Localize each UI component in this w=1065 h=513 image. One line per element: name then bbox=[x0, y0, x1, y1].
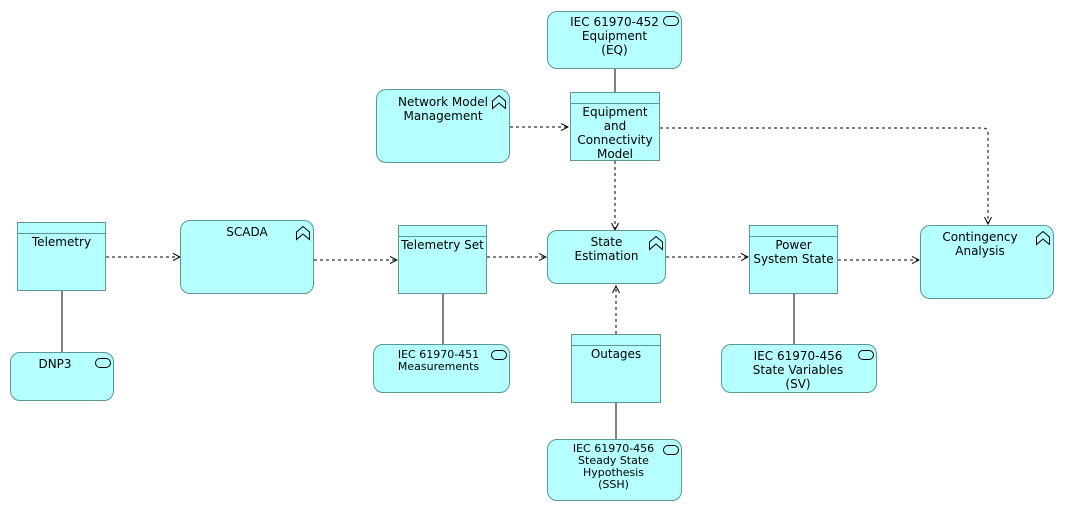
function-chevron-icon bbox=[649, 235, 663, 251]
node-scada[interactable]: SCADA bbox=[180, 220, 314, 294]
node-sv-label: IEC 61970-456 State Variables (SV) bbox=[752, 349, 844, 391]
object-header-bar bbox=[18, 233, 105, 234]
node-equipment-connectivity-model[interactable]: Equipment and Connectivity Model bbox=[570, 92, 660, 161]
node-se-label: State Estimation bbox=[574, 235, 639, 263]
node-telemetry[interactable]: Telemetry bbox=[17, 222, 106, 291]
node-outages-label: Outages bbox=[590, 347, 642, 361]
function-chevron-icon bbox=[492, 94, 506, 110]
object-header-bar bbox=[571, 103, 659, 104]
node-pss-label: Power System State bbox=[753, 238, 834, 266]
service-pill-icon bbox=[663, 16, 679, 26]
object-header-bar bbox=[399, 236, 486, 237]
node-nmm-label: Network Model Management bbox=[398, 95, 488, 123]
function-chevron-icon bbox=[1036, 230, 1050, 246]
object-header-bar bbox=[572, 345, 660, 346]
object-header-bar bbox=[750, 236, 837, 237]
service-pill-icon bbox=[663, 445, 679, 455]
node-state-estimation[interactable]: State Estimation bbox=[547, 230, 666, 284]
node-meas-label: IEC 61970-451 Measurements bbox=[397, 348, 480, 373]
flow-ecm-contingency bbox=[660, 127, 988, 224]
node-contingency-label: Contingency Analysis bbox=[942, 230, 1018, 258]
node-eq[interactable]: IEC 61970-452 Equipment (EQ) bbox=[547, 11, 682, 69]
node-state-variables[interactable]: IEC 61970-456 State Variables (SV) bbox=[721, 344, 877, 393]
node-telemetry-label: Telemetry bbox=[31, 235, 92, 249]
node-power-system-state[interactable]: Power System State bbox=[749, 225, 838, 294]
service-pill-icon bbox=[491, 350, 507, 360]
node-network-model-management[interactable]: Network Model Management bbox=[376, 89, 510, 163]
node-eq-label: IEC 61970-452 Equipment (EQ) bbox=[570, 15, 659, 57]
service-pill-icon bbox=[95, 358, 111, 368]
node-scada-label: SCADA bbox=[226, 225, 268, 239]
function-chevron-icon bbox=[296, 225, 310, 241]
node-ecm-label: Equipment and Connectivity Model bbox=[577, 105, 653, 161]
node-ssh[interactable]: IEC 61970-456 Steady State Hypothesis (S… bbox=[547, 439, 682, 501]
node-dnp3-label: DNP3 bbox=[38, 357, 72, 371]
node-measurements[interactable]: IEC 61970-451 Measurements bbox=[373, 344, 510, 393]
node-telemetry-set-label: Telemetry Set bbox=[401, 238, 484, 252]
node-ssh-label: IEC 61970-456 Steady State Hypothesis (S… bbox=[572, 442, 655, 491]
node-outages[interactable]: Outages bbox=[571, 334, 661, 403]
node-contingency-analysis[interactable]: Contingency Analysis bbox=[920, 225, 1054, 299]
node-dnp3[interactable]: DNP3 bbox=[10, 352, 114, 401]
service-pill-icon bbox=[858, 350, 874, 360]
node-telemetry-set[interactable]: Telemetry Set bbox=[398, 225, 487, 294]
